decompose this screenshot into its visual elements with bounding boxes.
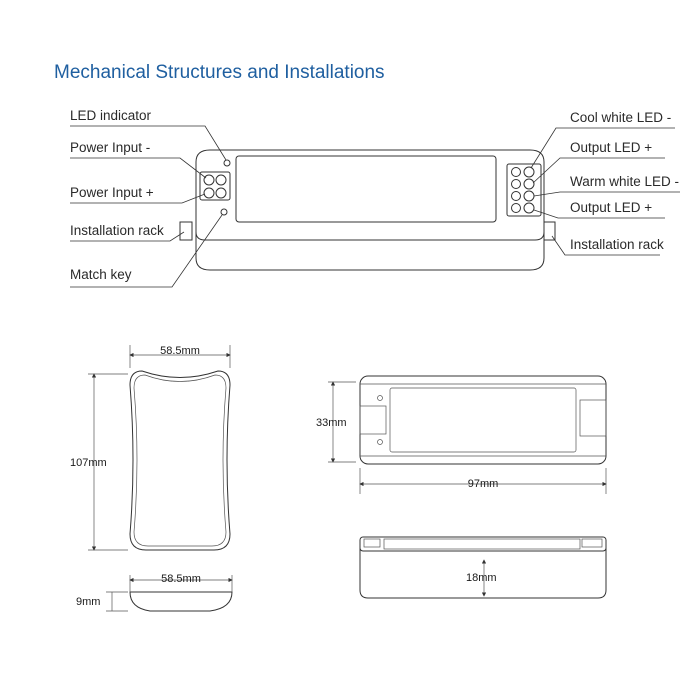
left-callouts: LED indicator Power Input - Power Input …: [70, 108, 227, 288]
callout-output-led-plus-2: Output LED +: [570, 200, 652, 215]
terminal-screw-icon: [523, 202, 535, 214]
dim-remote-side-width: 58.5mm: [161, 573, 201, 585]
terminal-screw-icon: [203, 174, 215, 186]
led-indicator-icon: [223, 159, 231, 167]
terminal-screw-icon: [511, 167, 521, 177]
terminal-screw-icon: [215, 187, 227, 199]
dim-controller-thickness: 18mm: [466, 572, 497, 584]
dim-controller-height: 33mm: [316, 417, 347, 429]
terminal-screw-icon: [215, 174, 227, 186]
callout-warm-white-led-minus: Warm white LED -: [570, 174, 679, 189]
dim-remote-width: 58.5mm: [160, 345, 200, 357]
terminal-screw-icon: [523, 178, 535, 190]
dim-remote-height: 107mm: [70, 457, 107, 469]
callout-cool-white-led-minus: Cool white LED -: [570, 110, 671, 125]
controller-side-view: 18mm: [359, 536, 607, 599]
callout-led-indicator: LED indicator: [70, 108, 152, 123]
controller-top-view: 33mm 97mm: [316, 375, 607, 494]
dim-remote-thickness: 9mm: [76, 596, 100, 608]
terminal-screw-icon: [511, 203, 521, 213]
callout-output-led-plus-1: Output LED +: [570, 140, 652, 155]
controller-perspective: [179, 149, 556, 271]
match-key-icon: [220, 208, 228, 216]
terminal-screw-icon: [511, 191, 521, 201]
remote-front-view: 58.5mm 107mm: [70, 345, 231, 551]
callout-match-key: Match key: [70, 267, 132, 282]
dim-controller-length: 97mm: [468, 478, 499, 490]
page-title: Mechanical Structures and Installations: [54, 62, 385, 83]
terminal-screw-icon: [511, 179, 521, 189]
terminal-screw-icon: [203, 187, 215, 199]
callout-power-input-minus: Power Input -: [70, 140, 150, 155]
callout-installation-rack-left: Installation rack: [70, 223, 164, 238]
terminal-screw-icon: [523, 190, 535, 202]
remote-side-view: 58.5mm 9mm: [76, 573, 233, 612]
callout-power-input-plus: Power Input +: [70, 185, 154, 200]
right-callouts: Cool white LED - Output LED + Warm white…: [530, 110, 680, 256]
terminal-screw-icon: [523, 166, 535, 178]
callout-installation-rack-right: Installation rack: [570, 237, 664, 252]
